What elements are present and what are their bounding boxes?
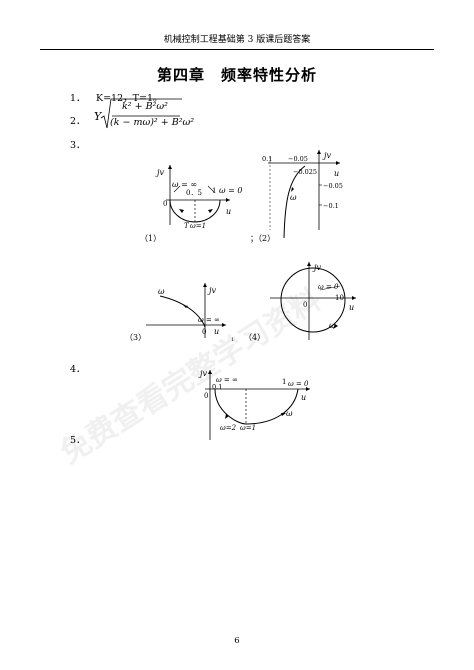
fig1-one: 1: [212, 187, 216, 195]
item-4-number: 4．: [70, 364, 86, 375]
fig1-T: T: [184, 222, 190, 230]
fig2-w: ω: [290, 193, 297, 202]
chapter-title: 第四章 频率特性分析: [156, 66, 317, 84]
page-header: 机械控制工程基础第 3 版课后题答案: [40, 33, 434, 50]
fig1-w-one: ω=1: [190, 222, 206, 230]
fig4-jv-label: jv: [312, 263, 321, 272]
fig2-tick-1: 0.1: [262, 155, 272, 163]
fig4-ten: 10: [335, 294, 344, 302]
fig1-jv-label: jv: [155, 168, 164, 177]
fig3-jv-label: jv: [207, 286, 216, 295]
fig2-tick-3: −0.025: [293, 168, 317, 176]
fig3-w: ω: [158, 287, 165, 296]
formula-prefix: Y: [94, 110, 102, 123]
fig4-zero: 0: [303, 301, 307, 309]
fig1-zero: 0: [163, 200, 167, 208]
item-2-number: 2．: [70, 116, 86, 127]
q4-w-one: ω=1: [240, 424, 256, 432]
q4-w-inf: ω = ∞: [216, 376, 238, 384]
page-number: 6: [234, 636, 240, 646]
fig1-w-inf: ω = ∞: [172, 180, 197, 189]
fig4-w-zero: ω = 0: [318, 283, 339, 291]
q4-w: ω: [286, 409, 293, 418]
q4-zero: 0: [204, 392, 208, 400]
fig-label-2: ；（2）: [250, 234, 276, 243]
fig2-tick-4: −0.05: [323, 182, 343, 190]
fig3-zero: 0: [202, 328, 206, 336]
fig1-u-label: u: [226, 207, 231, 216]
fig-label-1: （1）: [140, 234, 162, 243]
item-5-number: 5．: [70, 435, 86, 446]
formula-denominator: (k − mω)² + B²ω²: [110, 117, 195, 128]
fig2-jv-label: jv: [322, 151, 331, 160]
q4-one: 1: [282, 378, 286, 386]
q4-w-two: ω=2: [220, 424, 237, 432]
q4-w-zero: ω = 0: [288, 380, 309, 388]
fig-label-4: （4）: [244, 333, 266, 342]
fig-label-3: （3）: [125, 333, 147, 342]
fig3-w-inf: ω = ∞: [198, 316, 220, 324]
q4-u-label: u: [301, 393, 306, 402]
fig1-half: 0．5: [186, 189, 202, 197]
fig4-w: ω: [329, 321, 336, 330]
fig4-u-label: u: [349, 303, 354, 312]
fig2-tick-5: −0.1: [323, 202, 339, 210]
item-1-text: K=12，T=1。: [96, 93, 163, 104]
fig3-one: 1: [231, 337, 234, 343]
fig2-tick-2: −0.05: [288, 155, 308, 163]
fig1-w-zero: ω = 0: [219, 186, 242, 195]
fig2-u-label: u: [334, 169, 339, 178]
formula-numerator: k² + B²ω²: [122, 101, 168, 112]
item-3-number: 3．: [70, 140, 86, 151]
fig3-u-label: u: [214, 327, 219, 336]
item-1-number: 1．: [70, 93, 86, 104]
q4-pt1: 0.1: [212, 383, 222, 391]
q4-jv-label: jv: [198, 369, 207, 378]
